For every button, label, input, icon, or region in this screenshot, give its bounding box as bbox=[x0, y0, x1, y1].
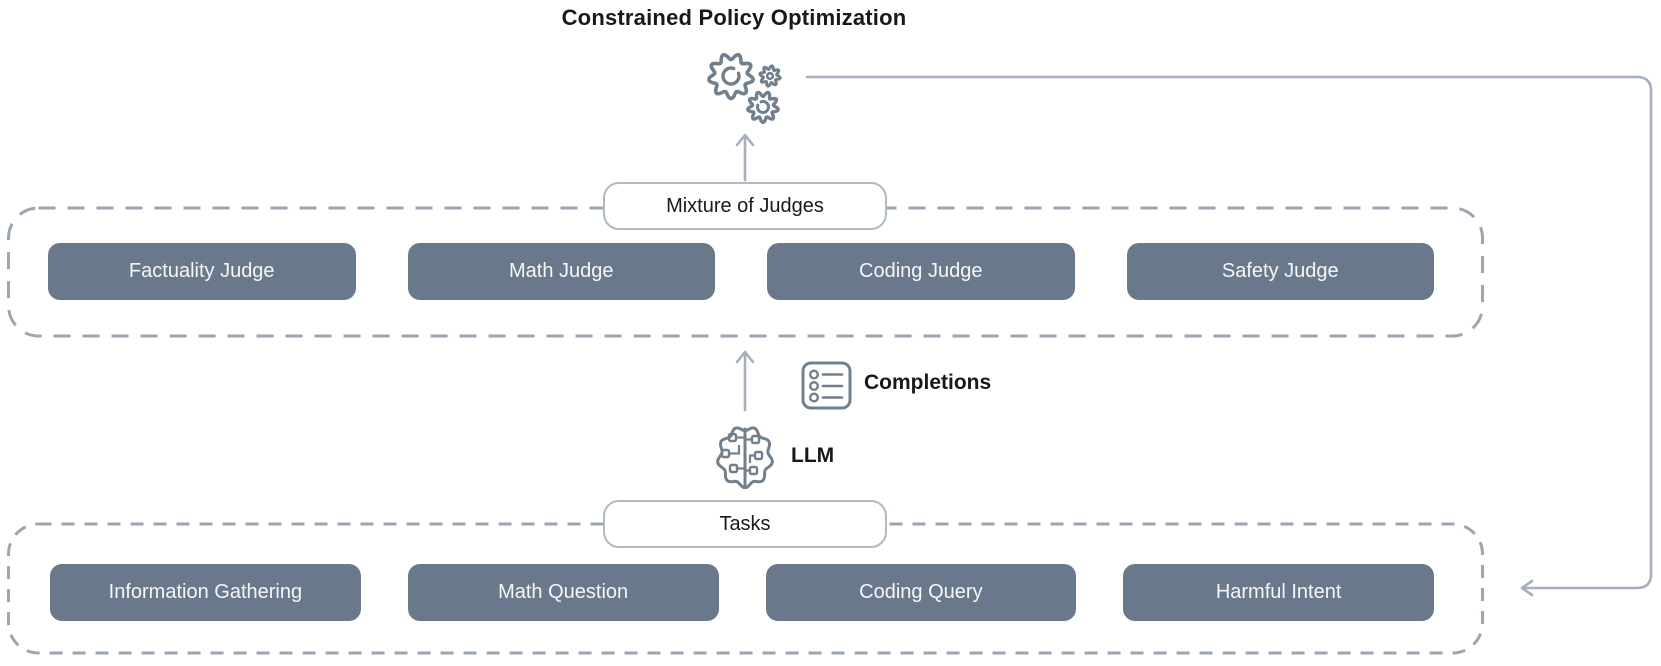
tasks-row: Information Gathering Math Question Codi… bbox=[50, 564, 1434, 621]
gear-bottom-core bbox=[756, 100, 770, 114]
gear-large bbox=[707, 52, 755, 101]
task-box-harmful-intent: Harmful Intent bbox=[1123, 564, 1434, 621]
judges-to-optimizer-arrow bbox=[735, 133, 755, 182]
feedback-arrowhead-icon bbox=[1520, 579, 1534, 597]
checklist-icon bbox=[801, 361, 852, 410]
checklist-frame bbox=[801, 361, 852, 410]
gears-icon bbox=[707, 52, 782, 125]
brain-outline bbox=[716, 426, 774, 490]
gear-bottom bbox=[746, 90, 780, 125]
checklist-bullet bbox=[809, 369, 820, 380]
gear-small bbox=[758, 64, 782, 88]
judge-box-safety: Safety Judge bbox=[1126, 243, 1434, 300]
checklist-bullet bbox=[809, 381, 820, 392]
tasks-group-container bbox=[7, 522, 1484, 655]
judges-group-label: Mixture of Judges bbox=[603, 182, 887, 230]
completions-label: Completions bbox=[864, 371, 992, 394]
gear-large-core bbox=[721, 66, 741, 86]
llm-label: LLM bbox=[791, 444, 835, 467]
checklist-bullet bbox=[809, 392, 820, 403]
gear-small-core bbox=[765, 71, 775, 81]
judge-box-math: Math Judge bbox=[407, 243, 715, 300]
feedback-loop-arrow bbox=[805, 75, 1653, 597]
diagram-title: Constrained Policy Optimization bbox=[561, 5, 907, 30]
judge-box-coding: Coding Judge bbox=[767, 243, 1075, 300]
judges-row: Factuality Judge Math Judge Coding Judge… bbox=[48, 243, 1434, 300]
circuit-trace bbox=[748, 454, 757, 464]
feedback-loop-line bbox=[805, 75, 1653, 590]
task-box-coding-query: Coding Query bbox=[765, 564, 1077, 621]
brain-circuit-icon bbox=[716, 426, 774, 490]
llm-to-judges-arrow bbox=[735, 350, 755, 412]
task-box-math-question: Math Question bbox=[407, 564, 719, 621]
task-box-information-gathering: Information Gathering bbox=[50, 564, 361, 621]
circuit-trace bbox=[727, 444, 741, 455]
tasks-group-label: Tasks bbox=[603, 500, 887, 548]
judge-box-factuality: Factuality Judge bbox=[48, 243, 356, 300]
arrow-head-icon bbox=[735, 350, 755, 364]
arrow-head-icon bbox=[735, 133, 755, 147]
